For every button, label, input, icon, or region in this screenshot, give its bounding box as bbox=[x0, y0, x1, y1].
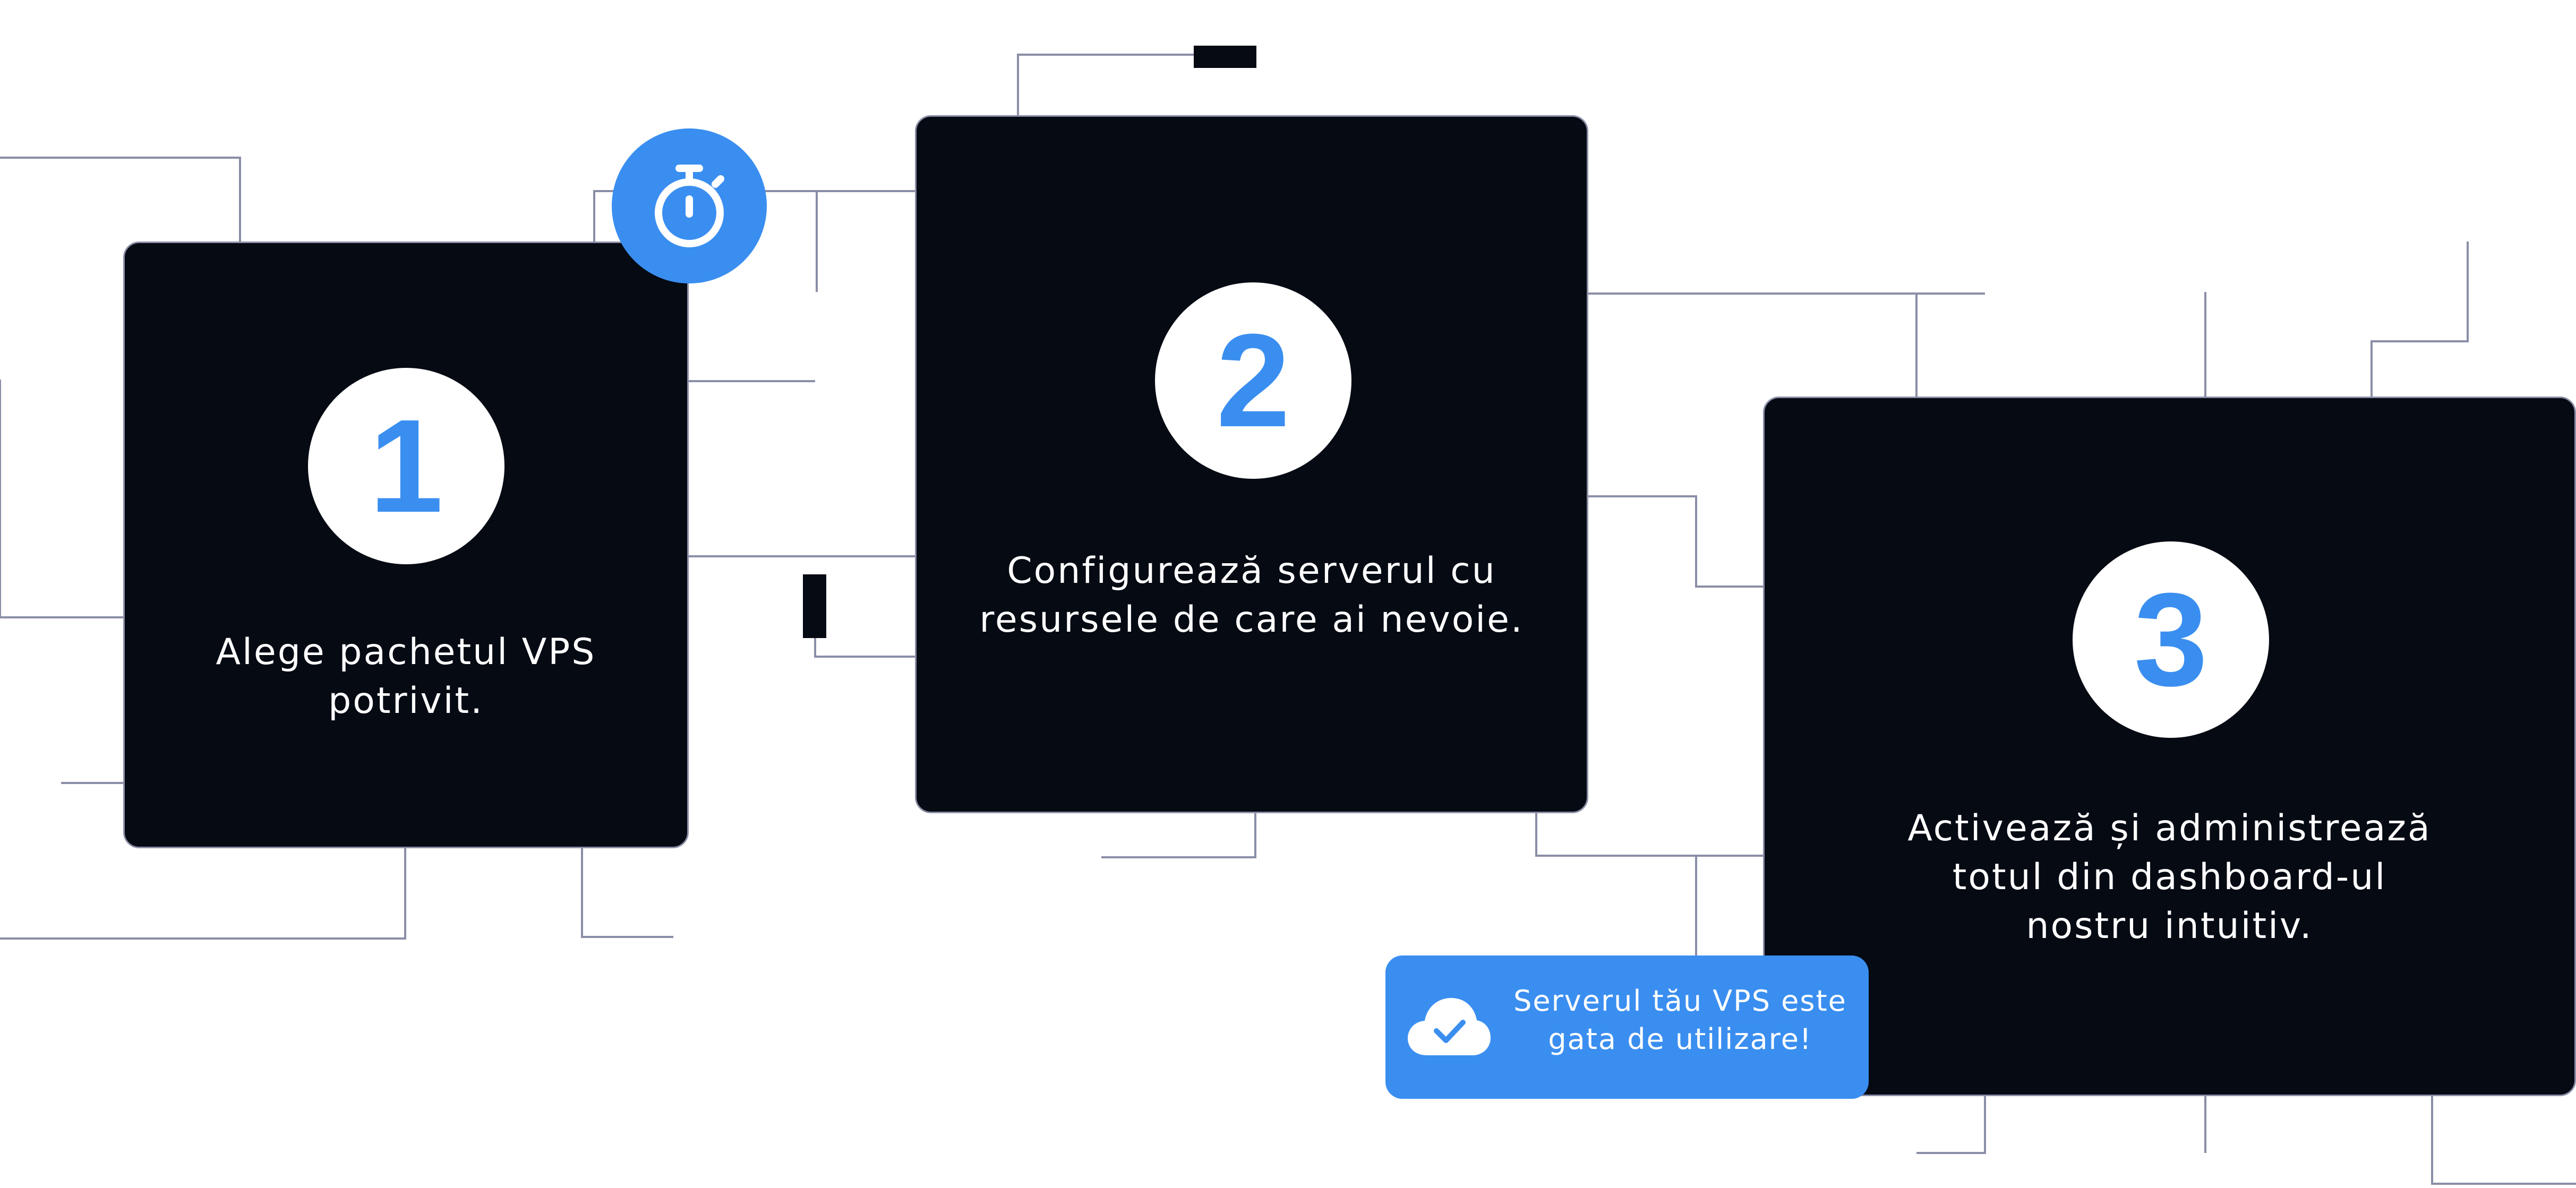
connector-line bbox=[581, 848, 673, 938]
connector-block bbox=[803, 574, 826, 638]
connector-line bbox=[2370, 242, 2469, 397]
step-number-1-label: 1 bbox=[369, 392, 443, 540]
step-number-2-label: 2 bbox=[1216, 306, 1290, 454]
connector-line bbox=[2431, 1096, 2576, 1185]
step-text-1: Alege pachetul VPS potrivit. bbox=[216, 631, 596, 722]
step-number-3: 3 bbox=[2073, 541, 2269, 738]
step-number-3-label: 3 bbox=[2134, 565, 2208, 713]
success-toast: Serverul tău VPS este gata de utilizare! bbox=[1385, 955, 1869, 1099]
connector-block bbox=[1194, 46, 1256, 68]
toast-message: Serverul tău VPS este gata de utilizare! bbox=[1513, 984, 1847, 1056]
stopwatch-icon bbox=[655, 165, 724, 247]
cloud-check-icon bbox=[1408, 998, 1491, 1055]
step-card-1: 1 Alege pachetul VPS potrivit. bbox=[123, 242, 689, 848]
step-number-2: 2 bbox=[1155, 282, 1351, 479]
connector-line bbox=[0, 157, 241, 242]
step-number-1: 1 bbox=[308, 368, 504, 564]
connector-line bbox=[1588, 495, 1763, 588]
connector-line bbox=[0, 848, 406, 940]
connector-line bbox=[1535, 813, 1763, 857]
step-card-2: 2 Configurează serverul cu resursele de … bbox=[915, 115, 1588, 813]
connector-line bbox=[1101, 813, 1256, 858]
step-text-2: Configurează serverul cu resursele de ca… bbox=[979, 550, 1524, 641]
connector-line bbox=[593, 190, 915, 242]
timer-badge bbox=[612, 128, 767, 283]
step-card-3: 3 Activează și administrează totul din d… bbox=[1763, 397, 2576, 1096]
step-text-3: Activează și administrează totul din das… bbox=[1907, 807, 2432, 947]
connector-line bbox=[1017, 54, 1195, 115]
connector-line bbox=[1916, 1096, 1986, 1154]
connector-line bbox=[814, 622, 915, 658]
connector-line bbox=[0, 380, 123, 618]
